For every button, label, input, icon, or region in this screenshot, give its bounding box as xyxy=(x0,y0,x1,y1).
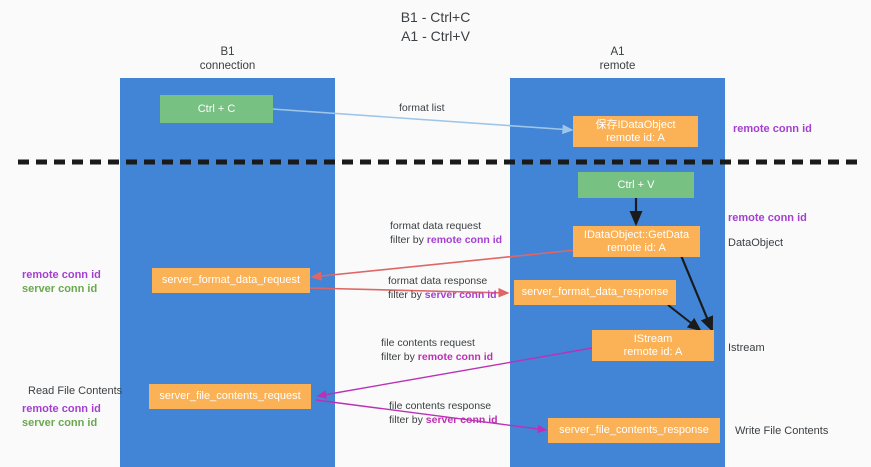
box-ctrl-v-label: Ctrl + V xyxy=(617,178,655,191)
box-server-file-contents-response-label: server_file_contents_response xyxy=(559,424,709,436)
box-ctrl-v[interactable]: Ctrl + V xyxy=(578,172,694,198)
edge-label-format-data-request-text: format data request xyxy=(390,220,482,232)
edge-label-format-data-request-prefix: filter by xyxy=(390,234,427,246)
box-server-file-contents-response[interactable]: server_file_contents_response xyxy=(548,418,720,443)
box-idataobject-getdata-line1: IDataObject::GetData xyxy=(583,228,690,241)
edge-label-format-list: format list xyxy=(399,101,445,115)
annotation-left-mid-remote: remote conn id xyxy=(22,269,101,281)
annotation-read-file-contents-text: Read File Contents xyxy=(28,385,123,397)
annotation-write-file-contents: Write File Contents xyxy=(735,424,828,438)
annotation-remote-conn-id-mid: remote conn id xyxy=(728,211,807,225)
annotation-left-mid: remote conn id server conn id xyxy=(22,268,101,296)
annotation-write-file-contents-text: Write File Contents xyxy=(735,425,829,437)
edge-label-format-data-request: format data request filter by remote con… xyxy=(390,219,502,247)
edge-label-format-data-response-prefix: filter by xyxy=(388,289,425,301)
edge-label-format-data-response-text: format data response xyxy=(388,275,488,287)
annotation-left-low-server: server conn id xyxy=(22,417,98,429)
edge-label-format-data-request-key: remote conn id xyxy=(426,234,503,246)
edge-label-file-contents-request-key: remote conn id xyxy=(417,351,494,363)
annotation-left-mid-server: server conn id xyxy=(22,283,98,295)
edge-label-format-data-response-key: server conn id xyxy=(424,289,497,301)
annotation-dataobject-text: DataObject xyxy=(728,237,784,249)
lane-header-a1-sub: remote xyxy=(599,59,636,72)
annotation-remote-conn-id-top: remote conn id xyxy=(733,122,812,136)
edge-label-file-contents-request-text: file contents request xyxy=(381,337,475,349)
annotation-remote-conn-id-mid-text: remote conn id xyxy=(728,212,807,224)
edge-label-file-contents-response: file contents response filter by server … xyxy=(389,399,498,427)
annotation-dataobject: DataObject xyxy=(728,236,783,250)
box-server-format-data-request[interactable]: server_format_data_request xyxy=(152,268,310,293)
annotation-istream-text: Istream xyxy=(728,342,765,354)
lane-header-b1: B1 connection xyxy=(120,46,335,73)
edge-label-file-contents-response-key: server conn id xyxy=(425,414,498,426)
edge-label-file-contents-request: file contents request filter by remote c… xyxy=(381,336,493,364)
edge-label-format-list-text: format list xyxy=(399,102,445,114)
box-istream-line1: IStream xyxy=(633,332,673,345)
box-ctrl-c[interactable]: Ctrl + C xyxy=(160,95,273,123)
box-server-format-data-request-label: server_format_data_request xyxy=(161,274,301,286)
annotation-istream: Istream xyxy=(728,341,765,355)
box-ctrl-c-label: Ctrl + C xyxy=(197,102,236,115)
annotation-left-low-remote: remote conn id xyxy=(22,403,101,415)
edge-label-format-data-response: format data response filter by server co… xyxy=(388,274,497,302)
box-server-file-contents-request[interactable]: server_file_contents_request xyxy=(149,384,311,409)
lane-header-a1: A1 remote xyxy=(510,46,725,73)
box-server-format-data-response[interactable]: server_format_data_response xyxy=(514,280,676,305)
box-server-format-data-response-label: server_format_data_response xyxy=(521,286,669,298)
box-istream[interactable]: IStream remote id: A xyxy=(592,330,714,361)
lane-header-b1-sub: connection xyxy=(199,59,256,72)
lane-header-a1-name: A1 xyxy=(610,46,625,58)
box-idataobject-getdata-line2: remote id: A xyxy=(607,241,666,254)
edge-label-file-contents-request-prefix: filter by xyxy=(381,351,418,363)
box-server-file-contents-request-label: server_file_contents_request xyxy=(159,390,301,402)
annotation-read-file-contents: Read File Contents xyxy=(28,384,122,398)
lane-header-b1-name: B1 xyxy=(220,46,235,58)
box-idataobject-getdata[interactable]: IDataObject::GetData remote id: A xyxy=(573,226,700,257)
annotation-left-low: remote conn id server conn id xyxy=(22,402,101,430)
page-title: B1 - Ctrl+C A1 - Ctrl+V xyxy=(400,9,471,44)
box-save-idataobject[interactable]: 保存IDataObject remote id: A xyxy=(573,116,698,147)
box-save-idataobject-line2: remote id: A xyxy=(606,131,665,144)
box-istream-line2: remote id: A xyxy=(623,345,683,358)
edge-label-file-contents-response-prefix: filter by xyxy=(389,414,426,426)
annotation-remote-conn-id-top-text: remote conn id xyxy=(733,123,812,135)
edge-label-file-contents-response-text: file contents response xyxy=(389,400,492,412)
box-save-idataobject-line1: 保存IDataObject xyxy=(595,118,676,131)
